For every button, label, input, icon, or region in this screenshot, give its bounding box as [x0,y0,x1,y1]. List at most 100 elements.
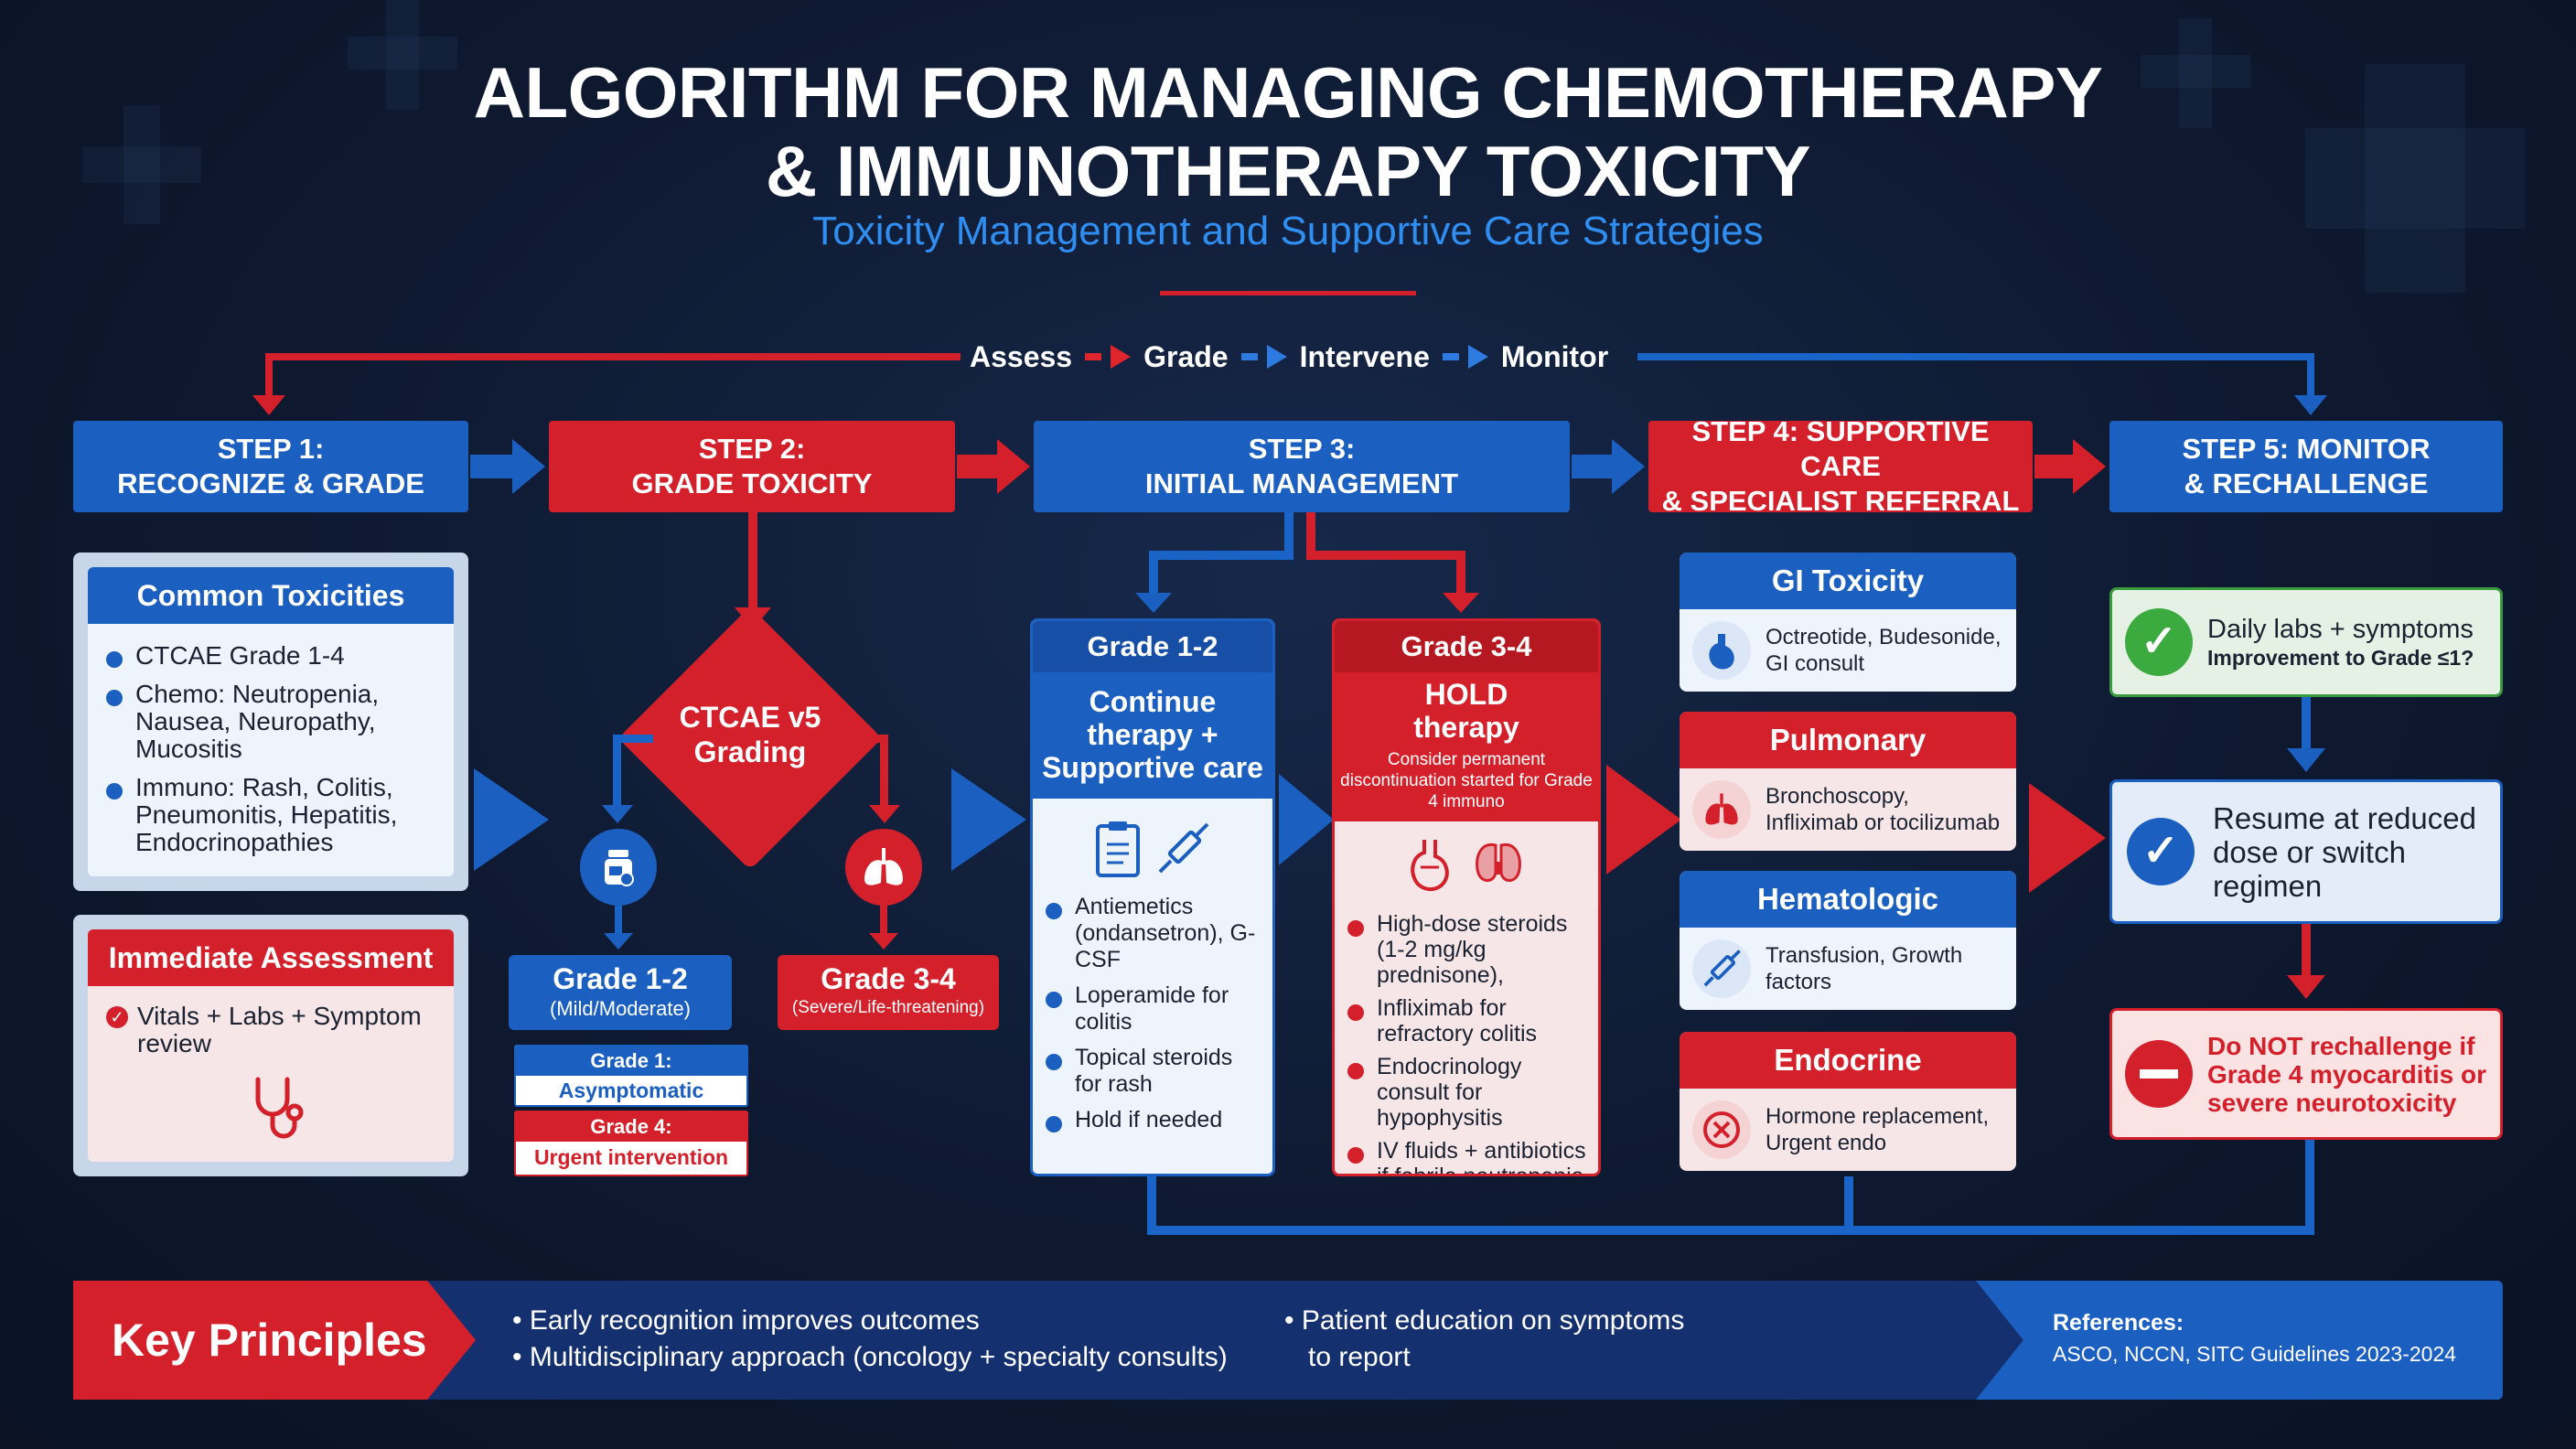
page-subtitle: Toxicity Management and Supportive Care … [812,209,1764,253]
grade-1-2-title: Grade 1-2 [553,962,688,995]
key-principles-label: Key Principles [73,1281,476,1400]
daily-labs-sub: Improvement to Grade ≤1? [2207,646,2474,670]
step-arrow [957,455,999,478]
common-toxicities-list: CTCAE Grade 1-4 Chemo: Neutropenia, Naus… [88,624,454,856]
gland-icon [1692,1100,1751,1159]
bg-cross [2365,64,2465,293]
grade-3-4-box: Grade 3-4 (Severe/Life-threatening) [778,955,999,1030]
connector [2302,697,2311,752]
bg-cross [348,37,457,70]
resume-card: ✓ Resume at reduced dose or switch regim… [2109,779,2503,924]
grade-1-tag: Grade 1: Asymptomatic [514,1045,748,1107]
connector-arrowhead [602,805,633,823]
flow-line-right-drop [2307,353,2314,404]
ctcae-diamond-label: CTCAE v5 Grading [679,701,821,768]
list-item: Chemo: Neutropenia, Nausea, Neuropathy, … [106,681,437,763]
no-entry-icon [2125,1040,2193,1108]
immediate-assessment-panel: Immediate Assessment ✓ Vitals + Labs + S… [73,915,468,1176]
daily-labs-card: ✓ Daily labs + symptoms Improvement to G… [2109,587,2503,697]
references-label: References: [2053,1310,2184,1336]
stethoscope-icon [255,1077,304,1139]
management-grade-3-4-header: Grade 3-4 [1335,621,1598,672]
flow-arrow-icon [474,768,549,871]
step-3-header: STEP 3: INITIAL MANAGEMENT [1034,421,1570,512]
return-loop [1147,1176,1156,1233]
list-item: Antiemetics (ondansetron), G-CSF [1046,894,1263,973]
step-arrow-head [512,439,545,494]
clipboard-icon [1096,821,1140,877]
lungs-icon [1692,780,1751,839]
connector [2302,924,2311,979]
bg-cross [2141,55,2250,88]
syringe-icon [1692,939,1751,998]
list-item: Topical steroids for rash [1046,1045,1263,1098]
connector-arrowhead [1135,593,1172,613]
title-divider [1160,291,1416,295]
bg-cross [2179,18,2212,128]
do-not-rechallenge-card: Do NOT rechallenge if Grade 4 myocarditi… [2109,1008,2503,1140]
flow-sequence: Assess Grade Intervene Monitor [970,336,1628,378]
step-arrow-head [2073,439,2106,494]
arrow-icon [1111,345,1132,369]
connector [1149,551,1158,596]
specialist-card-hematologic: Hematologic Transfusion, Growth factors [1680,871,2016,1010]
flow-arrow-left [252,395,285,415]
grade-4-tag-label: Grade 4: [516,1112,746,1142]
specialist-title: Pulmonary [1680,712,2016,768]
specialist-card-gi: GI Toxicity Octreotide, Budesonide, GI c… [1680,553,2016,692]
check-circle-icon: ✓ [2127,818,2195,886]
connector [1306,512,1315,558]
list-item: Infliximab for refractory colitis [1347,995,1591,1046]
connector [615,906,622,939]
key-principle-item: • Multidisciplinary approach (oncology +… [512,1342,1228,1372]
management-grade-1-2-header: Grade 1-2 [1033,621,1272,672]
flow-grade: Grade [1143,339,1229,373]
specialist-title: Endocrine [1680,1032,2016,1089]
immediate-assessment-title: Immediate Assessment [88,929,454,986]
step-arrow [470,455,516,478]
daily-labs-title: Daily labs + symptoms [2207,615,2474,644]
management-grade-3-4-title: HOLD therapy [1413,678,1519,744]
connector [1456,551,1465,596]
connector [613,735,653,743]
key-principle-item: • Early recognition improves outcomes [512,1305,980,1336]
references-panel [1976,1281,2503,1400]
stomach-icon [1411,840,1449,891]
thyroid-icon [1476,843,1521,882]
connector [880,906,887,939]
return-loop [1844,1176,1853,1233]
assessment-item: Vitals + Labs + Symptom review [137,1002,422,1057]
list-item: Immuno: Rash, Colitis, Pneumonitis, Hepa… [106,774,437,856]
specialist-card-endocrine: Endocrine Hormone replacement, Urgent en… [1680,1032,2016,1171]
key-principle-item: • Patient education on symptoms [1284,1305,1685,1336]
management-grade-3-4-card: Grade 3-4 HOLD therapy Consider permanen… [1332,618,1601,1176]
flow-assess: Assess [970,339,1073,373]
flow-line-right [1637,353,2314,360]
connector-arrowhead [869,933,898,950]
step-1-header: STEP 1: RECOGNIZE & GRADE [73,421,468,512]
bg-cross [123,105,160,224]
flow-arrow-icon [2029,783,2106,893]
specialist-text: Transfusion, Growth factors [1766,943,1963,994]
flow-arrow-icon [1279,774,1334,865]
management-grade-3-4-note: Consider permanent discontinuation start… [1340,750,1593,811]
list-item: Loperamide for colitis [1046,982,1263,1036]
check-circle-icon: ✓ [2125,608,2193,676]
lungs-icon [845,829,922,906]
do-not-rechallenge-text: Do NOT rechallenge if Grade 4 myocarditi… [2207,1031,2487,1117]
step-arrow [2034,455,2075,478]
arrow-icon [1266,345,1287,369]
arrow-icon [1085,353,1102,360]
return-loop [2305,1140,2314,1233]
step-2-header: STEP 2: GRADE TOXICITY [549,421,955,512]
arrow-icon [1467,345,1488,369]
list-item: Hold if needed [1046,1107,1263,1133]
list-item: Endocrinology consult for hypophysitis [1347,1054,1591,1131]
connector-arrowhead [869,805,900,823]
bg-cross [386,0,419,110]
connector-arrowhead [2287,975,2325,999]
step-4-header: STEP 4: SUPPORTIVE CARE & SPECIALIST REF… [1648,415,2033,517]
page-title: ALGORITHM FOR MANAGING CHEMOTHERAPY & IM… [0,53,2576,210]
key-principle-item: to report [1308,1342,1411,1372]
grade-1-tag-label: Grade 1: [516,1046,746,1076]
